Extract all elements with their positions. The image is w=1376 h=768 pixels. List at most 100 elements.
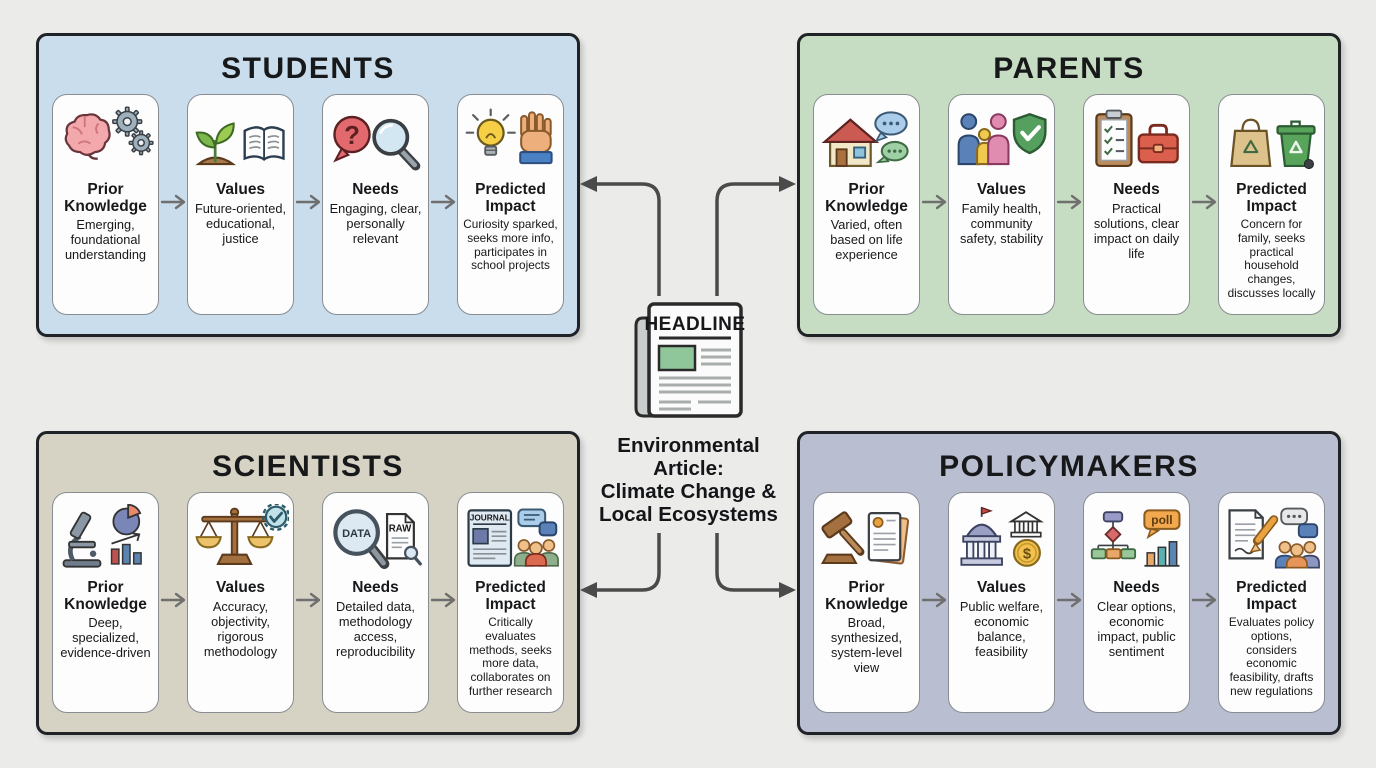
card-text: Concern for family, seeks practical hous… (1227, 217, 1316, 300)
center-article: HEADLINE Environmental Article: Climate … (578, 296, 799, 527)
panel-policymakers: POLICYMAKERS Prior Knowledge Broad, synt… (797, 431, 1341, 735)
connector-to-policymakers (715, 533, 780, 592)
microscope-charts-icon (58, 501, 154, 577)
card-values: Values Family health, community safety, … (948, 94, 1055, 315)
connector-to-parents (715, 182, 780, 296)
panel-title: STUDENTS (221, 52, 395, 85)
bag-recycle-bin-icon (1224, 103, 1320, 179)
card-prior-knowledge: Prior Knowledge Broad, synthesized, syst… (813, 492, 920, 713)
flow-arrow-icon (160, 194, 186, 210)
card-predicted-impact: JOURNAL Predicted Impact Critically eval… (457, 492, 564, 713)
family-shield-icon (954, 103, 1050, 179)
article-title: Environmental Article: Climate Change & … (578, 434, 799, 527)
flow-arrow-icon (921, 194, 947, 210)
card-text: Detailed data, methodology access, repro… (336, 598, 415, 659)
gavel-documents-icon (819, 501, 915, 577)
house-bubbles-icon (819, 103, 915, 179)
card-values: $ Values Public welfare, economic balanc… (948, 492, 1055, 713)
card-title: Needs (1113, 181, 1160, 198)
svg-text:JOURNAL: JOURNAL (469, 513, 509, 523)
card-text: Engaging, clear, personally relevant (329, 200, 422, 246)
card-text: Evaluates policy options, considers econ… (1228, 615, 1315, 698)
card-predicted-impact: Predicted Impact Evaluates policy option… (1218, 492, 1325, 713)
panel-students: STUDENTS Prior Knowledge Emerging, found… (36, 33, 580, 337)
card-text: Future-oriented, educational, justice (194, 200, 287, 246)
card-predicted-impact: Predicted Impact Curiosity sparked, seek… (457, 94, 564, 315)
card-values: Values Future-oriented, educational, jus… (187, 94, 294, 315)
svg-text:poll: poll (1151, 513, 1172, 527)
card-title: Needs (1113, 579, 1160, 596)
cards-row: Prior Knowledge Emerging, foundational u… (52, 94, 564, 315)
card-prior-knowledge: Prior Knowledge Varied, often based on l… (813, 94, 920, 315)
card-text: Accuracy, objectivity, rigorous methodol… (203, 598, 278, 659)
card-title: Needs (352, 181, 399, 198)
flow-arrow-icon (295, 194, 321, 210)
sprout-book-icon (193, 103, 289, 179)
card-needs: DATA RAW Needs Detailed data, methodolog… (322, 492, 429, 713)
panel-title: SCIENTISTS (212, 450, 404, 483)
document-pencil-collab-icon (1224, 501, 1320, 577)
card-needs: ? Needs Engaging, clear, personally rele… (322, 94, 429, 315)
card-title: Prior Knowledge (64, 579, 147, 613)
article-title-line: Environmental (617, 434, 760, 457)
card-text: Varied, often based on life experience (830, 217, 903, 263)
flow-arrow-icon (430, 592, 456, 608)
flow-arrow-icon (295, 592, 321, 608)
newspaper-icon: HEADLINE (578, 296, 799, 429)
flow-arrow-icon (430, 194, 456, 210)
card-title: Values (215, 579, 266, 596)
card-title: Predicted Impact (1236, 181, 1307, 215)
arrowhead-right-icon (779, 176, 796, 192)
flow-arrow-icon (1191, 592, 1217, 608)
clipboard-toolbox-icon (1089, 103, 1185, 179)
cards-row: Prior Knowledge Deep, specialized, evide… (52, 492, 564, 713)
card-text: Clear options, economic impact, public s… (1097, 598, 1176, 659)
brain-gears-icon (58, 103, 154, 179)
journal-collab-icon: JOURNAL (463, 501, 559, 577)
arrowhead-left-icon (580, 582, 597, 598)
card-needs: poll Needs Clear options, economic impac… (1083, 492, 1190, 713)
flow-arrow-icon (160, 592, 186, 608)
question-magnifier-icon: ? (328, 103, 424, 179)
card-text: Practical solutions, clear impact on dai… (1093, 200, 1180, 261)
card-values: Values Accuracy, objectivity, rigorous m… (187, 492, 294, 713)
card-title: Prior Knowledge (825, 181, 908, 215)
card-text: Curiosity sparked, seeks more info, part… (463, 217, 558, 273)
svg-text:DATA: DATA (342, 528, 371, 540)
card-title: Prior Knowledge (64, 181, 147, 215)
article-title-line: Article: (653, 457, 724, 481)
cards-row: Prior Knowledge Varied, often based on l… (813, 94, 1325, 315)
card-title: Prior Knowledge (825, 579, 908, 613)
card-text: Deep, specialized, evidence-driven (60, 615, 151, 661)
card-predicted-impact: Predicted Impact Concern for family, see… (1218, 94, 1325, 315)
card-text: Public welfare, economic balance, feasib… (959, 598, 1044, 659)
card-title: Values (976, 579, 1027, 596)
card-text: Family health, community safety, stabili… (960, 200, 1043, 246)
article-title-line: Local Ecosystems (599, 503, 778, 527)
svg-text:RAW: RAW (388, 524, 411, 535)
government-coin-icon: $ (954, 501, 1050, 577)
article-title-line: Climate Change & (600, 480, 777, 504)
card-prior-knowledge: Prior Knowledge Deep, specialized, evide… (52, 492, 159, 713)
panel-title: PARENTS (993, 52, 1145, 85)
flowchart-poll-icon: poll (1089, 501, 1185, 577)
flow-arrow-icon (1056, 592, 1082, 608)
flow-arrow-icon (921, 592, 947, 608)
card-needs: Needs Practical solutions, clear impact … (1083, 94, 1190, 315)
arrowhead-right-icon (779, 582, 796, 598)
data-magnifier-raw-icon: DATA RAW (328, 501, 424, 577)
arrowhead-left-icon (580, 176, 597, 192)
card-title: Predicted Impact (1236, 579, 1307, 613)
card-text: Broad, synthesized, system-level view (830, 615, 903, 676)
panel-title: POLICYMAKERS (939, 450, 1199, 483)
connector-to-scientists (596, 533, 661, 592)
svg-text:$: $ (1022, 546, 1030, 562)
panel-scientists: SCIENTISTS Prior Knowledge Deep, special… (36, 431, 580, 735)
panel-parents: PARENTS Prior Knowledge Varied, often ba… (797, 33, 1341, 337)
svg-text:HEADLINE: HEADLINE (644, 314, 745, 335)
card-title: Needs (352, 579, 399, 596)
scale-badge-icon (193, 501, 289, 577)
card-prior-knowledge: Prior Knowledge Emerging, foundational u… (52, 94, 159, 315)
card-title: Predicted Impact (475, 579, 546, 613)
